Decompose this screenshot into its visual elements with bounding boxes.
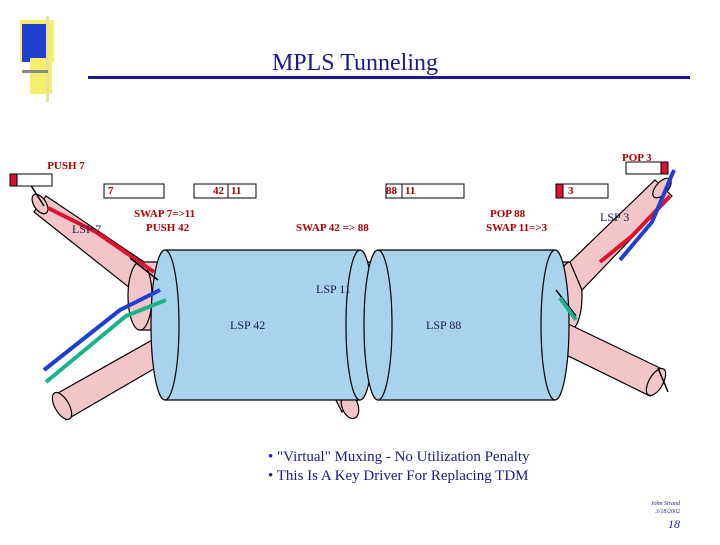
bullet-item: • This Is A Key Driver For Replacing TDM bbox=[268, 468, 529, 484]
slide-title: MPLS Tunneling bbox=[271, 50, 439, 76]
footer-date: 3/18/2002 bbox=[655, 509, 680, 515]
label-lsp7: LSP 7 bbox=[72, 222, 102, 236]
strands bbox=[29, 169, 676, 393]
footer-credit: John Strand 3/18/2002 bbox=[651, 500, 680, 516]
lower-right-pipe bbox=[551, 319, 667, 397]
packet-1-label: 7 bbox=[108, 185, 114, 197]
logo-squares bbox=[20, 16, 54, 102]
label-lsp42: LSP 42 bbox=[230, 318, 266, 332]
label-swap11-3: SWAP 11=>3 bbox=[486, 222, 548, 234]
packet-pop3 bbox=[625, 161, 669, 175]
packet-3 bbox=[385, 183, 465, 199]
lower-left-pipe bbox=[51, 329, 177, 421]
packet-3-outer-label: 88 bbox=[386, 185, 397, 197]
bullet-text-2: This Is A Key Driver For Replacing TDM bbox=[276, 468, 529, 484]
label-swap42-88: SWAP 42 => 88 bbox=[296, 222, 369, 234]
bullet-list: • "Virtual" Muxing - No Utilization Pena… bbox=[268, 448, 530, 486]
label-push42: PUSH 42 bbox=[146, 222, 190, 234]
label-lsp3: LSP 3 bbox=[600, 210, 630, 224]
label-pop3: POP 3 bbox=[622, 152, 652, 164]
label-pop88: POP 88 bbox=[490, 208, 526, 220]
label-lsp88: LSP 88 bbox=[426, 318, 462, 332]
packet-2-inner-label: 11 bbox=[231, 185, 242, 197]
packet-push7 bbox=[9, 173, 53, 187]
label-lsp11: LSP 11 bbox=[316, 282, 351, 296]
packet-1 bbox=[103, 183, 165, 199]
packet-2 bbox=[193, 183, 257, 199]
packet-3-inner-label: 11 bbox=[405, 185, 416, 197]
bullet-item: • "Virtual" Muxing - No Utilization Pena… bbox=[268, 449, 530, 465]
title-underline bbox=[88, 76, 690, 79]
lsp88-tunnel bbox=[363, 249, 570, 401]
packet-4 bbox=[555, 183, 609, 199]
label-swap7-11: SWAP 7=>11 bbox=[134, 208, 196, 220]
bullet-text-1: "Virtual" Muxing - No Utilization Penalt… bbox=[277, 449, 530, 465]
packet-4-label: 3 bbox=[568, 185, 574, 197]
packet-2-outer-label: 42 bbox=[213, 185, 224, 197]
label-push7: PUSH 7 bbox=[47, 160, 85, 172]
footer-author: John Strand bbox=[650, 501, 680, 507]
page-number: 18 bbox=[668, 517, 680, 531]
